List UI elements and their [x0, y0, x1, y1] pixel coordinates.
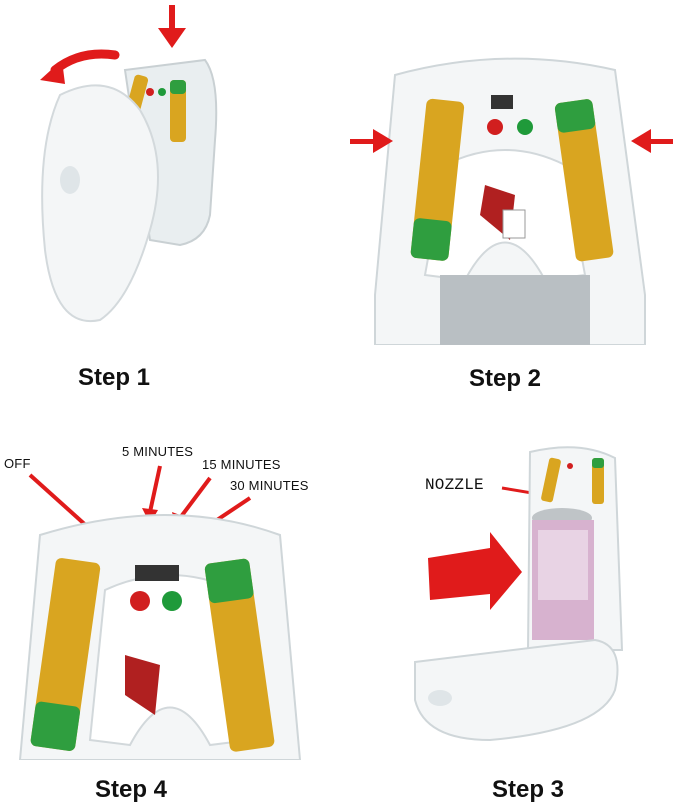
arrow-15min-icon [178, 476, 212, 520]
battery-left [410, 98, 465, 261]
battery-right [204, 558, 275, 752]
led-green [162, 591, 182, 611]
callout-15-minutes: 15 MINUTES [202, 457, 281, 472]
timer-switch [135, 565, 179, 581]
aerosol-can-top [440, 275, 590, 345]
step-4-panel: OFF 5 MINUTES 15 MINUTES 30 MINUTES Step… [0, 440, 340, 808]
led-red [146, 88, 154, 96]
down-arrow-icon [169, 5, 175, 33]
battery-right [592, 458, 604, 504]
battery-right [170, 80, 186, 142]
spray-lever [125, 655, 160, 715]
step-1-panel: Step 1 [20, 0, 280, 391]
step-1-illustration [40, 5, 218, 323]
left-arrow-icon [645, 139, 673, 144]
callout-30-minutes: 30 MINUTES [230, 478, 309, 493]
led-green [517, 119, 533, 135]
callout-5-minutes: 5 MINUTES [122, 444, 194, 459]
step-2-illustration [350, 57, 673, 345]
step-2-panel: Step 2 [345, 45, 674, 415]
step-4-label: Step 4 [95, 776, 168, 803]
cover-hole [60, 166, 80, 194]
callout-off: OFF [4, 456, 31, 471]
curved-arrow-icon [50, 49, 120, 75]
timer-switch [491, 95, 513, 109]
step-4-illustration [18, 465, 302, 760]
dispenser-cover [41, 84, 159, 323]
callout-nozzle: NOZZLE [425, 476, 484, 494]
step-3-label: Step 3 [492, 776, 565, 803]
battery-right [554, 99, 614, 262]
battery-left [30, 558, 101, 751]
dispenser-cover [414, 638, 619, 742]
nozzle-block [502, 209, 526, 239]
step-1-label: Step 1 [78, 364, 151, 391]
led-green [158, 88, 166, 96]
battery-left [541, 457, 561, 503]
led-red [487, 119, 503, 135]
step-3-illustration [414, 446, 624, 742]
arrow-5min-icon [148, 465, 162, 513]
right-arrow-icon [350, 139, 380, 144]
insert-arrow-icon [428, 532, 522, 610]
led-red [130, 591, 150, 611]
step-3-panel: NOZZLE Step 3 [340, 440, 674, 808]
step-2-label: Step 2 [469, 365, 542, 392]
